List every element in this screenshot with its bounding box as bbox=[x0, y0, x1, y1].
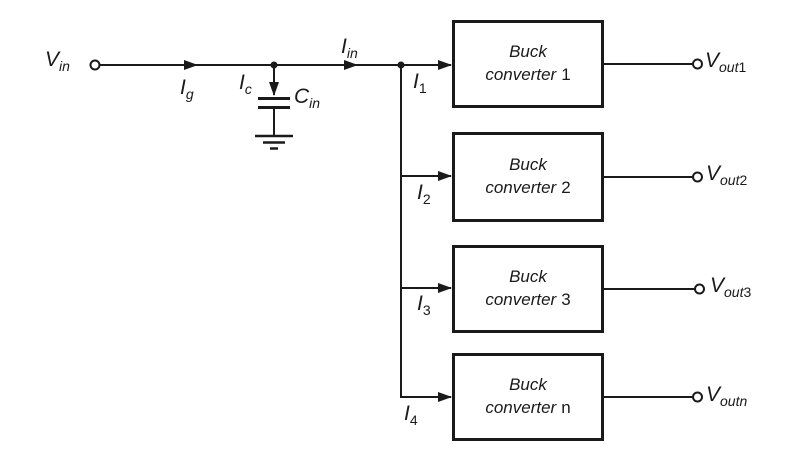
i3-current-label: I3 bbox=[417, 292, 431, 318]
i2-current-label: I2 bbox=[417, 181, 431, 207]
vout2-label: Vout2 bbox=[706, 162, 748, 188]
ground-symbol bbox=[255, 134, 293, 150]
converter-3-line1: Buck bbox=[509, 267, 547, 287]
converter-n-line1: Buck bbox=[509, 375, 547, 395]
output-terminal-1 bbox=[692, 58, 703, 70]
output-terminal-2 bbox=[692, 171, 703, 183]
output-terminal-4 bbox=[692, 391, 703, 403]
i1-current-label: I1 bbox=[413, 70, 427, 96]
output-terminal-3 bbox=[694, 283, 705, 295]
ic-current-label: Ic bbox=[239, 71, 252, 97]
converter-1-line1: Buck bbox=[509, 42, 547, 62]
input-terminal bbox=[89, 59, 101, 71]
voutn-label: Voutn bbox=[706, 383, 748, 409]
iin-current-label: Iin bbox=[341, 35, 358, 61]
vout1-label: Vout1 bbox=[705, 49, 747, 75]
vin-label: Vin bbox=[45, 48, 70, 74]
vout3-label: Vout3 bbox=[710, 274, 752, 300]
i4-current-label: I4 bbox=[404, 402, 418, 428]
ig-current-label: Ig bbox=[180, 76, 194, 102]
capacitor-junction-dot bbox=[270, 61, 278, 69]
cin-capacitor-label: Cin bbox=[294, 85, 321, 111]
converter-2-line1: Buck bbox=[509, 155, 547, 175]
